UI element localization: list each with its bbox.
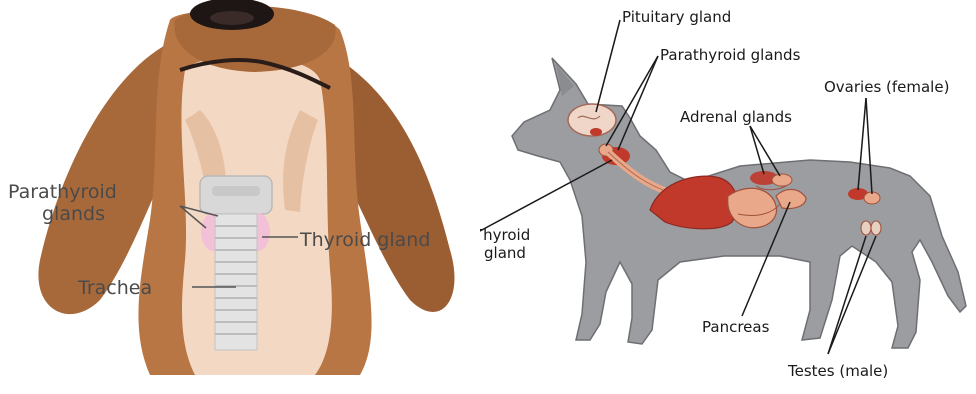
trachea [215, 214, 257, 350]
label-testes: Testes (male) [787, 362, 888, 380]
dog-throat-illustration: Parathyroid glands Thyroid gland Trachea [0, 0, 480, 394]
label-pituitary-gland: Pituitary gland [622, 8, 731, 26]
label-adrenal-glands: Adrenal glands [680, 108, 792, 126]
pancreas-organ [776, 189, 806, 208]
label-ovaries: Ovaries (female) [824, 78, 949, 96]
pituitary-leader [596, 20, 620, 112]
testis-1 [861, 221, 871, 235]
label-trachea: Trachea [77, 277, 152, 299]
dog-body-illustration: Pituitary gland Parathyroid glands Adren… [480, 0, 976, 394]
dog-body-svg: Pituitary gland Parathyroid glands Adren… [480, 0, 976, 394]
label-thyroid-gland: Thyroid gland [299, 229, 430, 251]
label-pancreas: Pancreas [702, 318, 770, 336]
label-thyroid-line2: gland [484, 244, 526, 262]
label-parathyroid-line2: glands [42, 203, 105, 225]
label-parathyroid-glands: Parathyroid glands [660, 46, 801, 64]
testis-2 [871, 221, 881, 235]
dog-throat-svg: Parathyroid glands Thyroid gland Trachea [0, 0, 480, 394]
adrenal-gland-2 [772, 174, 792, 186]
label-thyroid-line1: Thyroid [480, 226, 530, 244]
label-parathyroid-line1: Parathyroid [8, 181, 117, 203]
